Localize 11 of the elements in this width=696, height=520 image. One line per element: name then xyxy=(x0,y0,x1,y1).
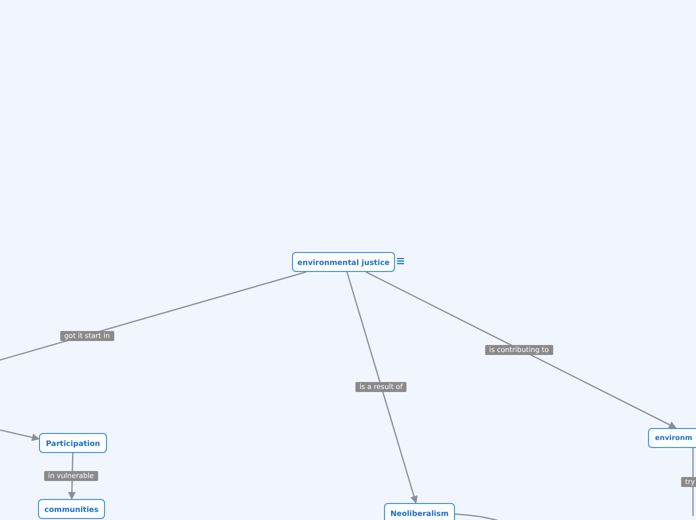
topic-box xyxy=(39,433,107,453)
connector-line xyxy=(454,513,500,520)
connector-line xyxy=(346,272,418,504)
topic-box xyxy=(38,499,105,519)
connector-line xyxy=(366,271,677,429)
topic-box xyxy=(292,252,395,272)
connector-line xyxy=(0,429,40,442)
topic-box xyxy=(648,428,696,448)
connector-line xyxy=(692,448,694,516)
connector-line xyxy=(0,271,306,361)
topic-box xyxy=(384,503,455,520)
